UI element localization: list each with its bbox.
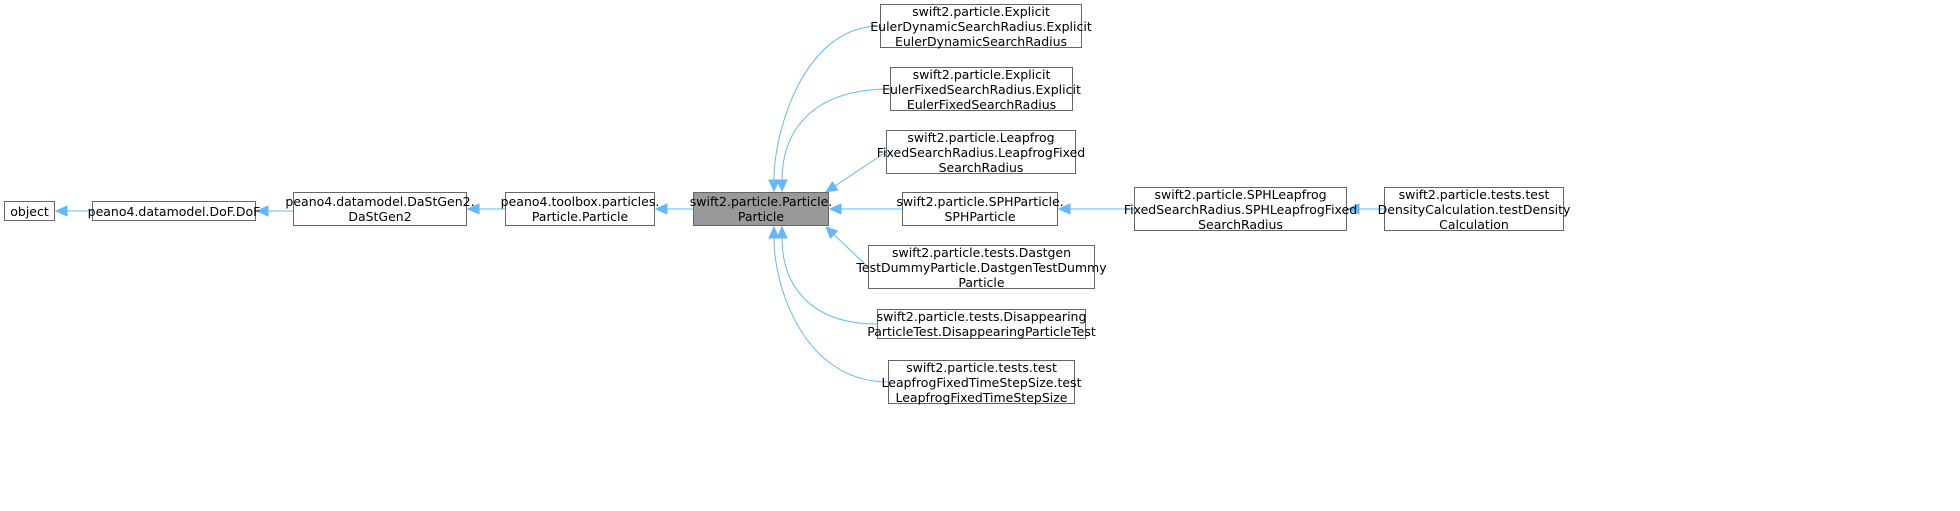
node-label-line: SearchRadius: [1198, 216, 1283, 232]
node-label-line: DensityCalculation.testDensity: [1377, 201, 1571, 217]
node-label-line: object: [10, 203, 49, 219]
node-label-line: peano4.datamodel.DoF.DoF: [87, 203, 261, 219]
node-label-line: FixedSearchRadius.SPHLeapfrogFixed: [1123, 201, 1358, 217]
inheritance-edge: [773, 25, 881, 181]
node-label-line: peano4.datamodel.DaStGen2.: [285, 194, 475, 209]
node-label-line: swift2.particle.tests.Dastgen: [891, 244, 1072, 260]
node-label-line: swift2.particle.Explicit: [912, 66, 1051, 82]
node-label-line: swift2.particle.SPHLeapfrog: [1154, 186, 1327, 202]
node-label-line: SPHParticle: [944, 209, 1016, 224]
inheritance-arrowhead: [824, 180, 839, 193]
node-label-line: swift2.particle.tests.Disappearing: [876, 309, 1087, 324]
node-label-line: Particle: [958, 274, 1005, 290]
node-label-line: TestDummyParticle.DastgenTestDummy: [856, 259, 1107, 275]
node-sph-particle[interactable]: swift2.particle.SPHParticle.SPHParticle: [896, 192, 1064, 226]
inheritance-arrowhead: [776, 225, 788, 239]
node-label-line: EulerFixedSearchRadius.Explicit: [882, 81, 1081, 97]
node-label-line: FixedSearchRadius.LeapfrogFixed: [876, 144, 1086, 160]
node-label-line: swift2.particle.tests.test: [1398, 186, 1550, 202]
inheritance-arrowhead: [825, 226, 839, 240]
inheritance-edge: [781, 237, 878, 325]
node-label-line: Particle: [737, 209, 785, 224]
inheritance-edge: [781, 88, 891, 181]
node-label-line: swift2.particle.Particle.: [689, 194, 833, 209]
node-label-line: EulerDynamicSearchRadius.Explicit: [870, 18, 1092, 34]
inheritance-arrowhead: [255, 205, 269, 217]
node-label-line: DaStGen2: [348, 209, 412, 224]
inheritance-edge: [773, 237, 889, 383]
node-label-line: EulerFixedSearchRadius: [906, 96, 1057, 112]
node-label-line: peano4.toolbox.particles.: [500, 194, 660, 209]
node-label-line: SearchRadius: [938, 159, 1024, 175]
inheritance-arrowhead: [828, 203, 842, 215]
inheritance-arrowhead: [1346, 203, 1360, 215]
node-peano4-dastgen2[interactable]: peano4.datamodel.DaStGen2.DaStGen2: [285, 192, 475, 226]
inheritance-edge: [834, 151, 887, 187]
node-label-line: LeapfrogFixedTimeStepSize: [895, 389, 1068, 405]
node-label-line: EulerDynamicSearchRadius: [894, 33, 1068, 49]
node-label-line: Particle.Particle: [531, 209, 629, 224]
node-swift2-particle: swift2.particle.Particle.Particle: [690, 192, 832, 226]
node-peano4-dof[interactable]: peano4.datamodel.DoF.DoF: [88, 201, 260, 221]
inheritance-arrowhead: [1057, 203, 1071, 215]
node-label-line: Calculation: [1439, 216, 1509, 232]
node-object[interactable]: object: [4, 201, 55, 221]
node-label-line: LeapfrogFixedTimeStepSize.test: [881, 374, 1082, 390]
inheritance-arrowhead: [776, 179, 788, 193]
inheritance-arrowhead: [54, 205, 68, 217]
node-label-line: swift2.particle.Leapfrog: [907, 129, 1055, 145]
node-label-line: swift2.particle.SPHParticle.: [896, 194, 1064, 209]
inheritance-edge: [833, 234, 869, 268]
inheritance-arrowhead: [768, 225, 780, 239]
inheritance-arrowhead: [466, 203, 480, 215]
node-label-line: swift2.particle.tests.test: [906, 359, 1057, 375]
node-label-line: swift2.particle.Explicit: [912, 3, 1050, 19]
inheritance-arrowhead: [768, 179, 780, 193]
node-peano4-toolbox-particle[interactable]: peano4.toolbox.particles.Particle.Partic…: [501, 192, 659, 226]
inheritance-arrowhead: [654, 203, 668, 215]
node-label-line: ParticleTest.DisappearingParticleTest: [867, 324, 1096, 339]
